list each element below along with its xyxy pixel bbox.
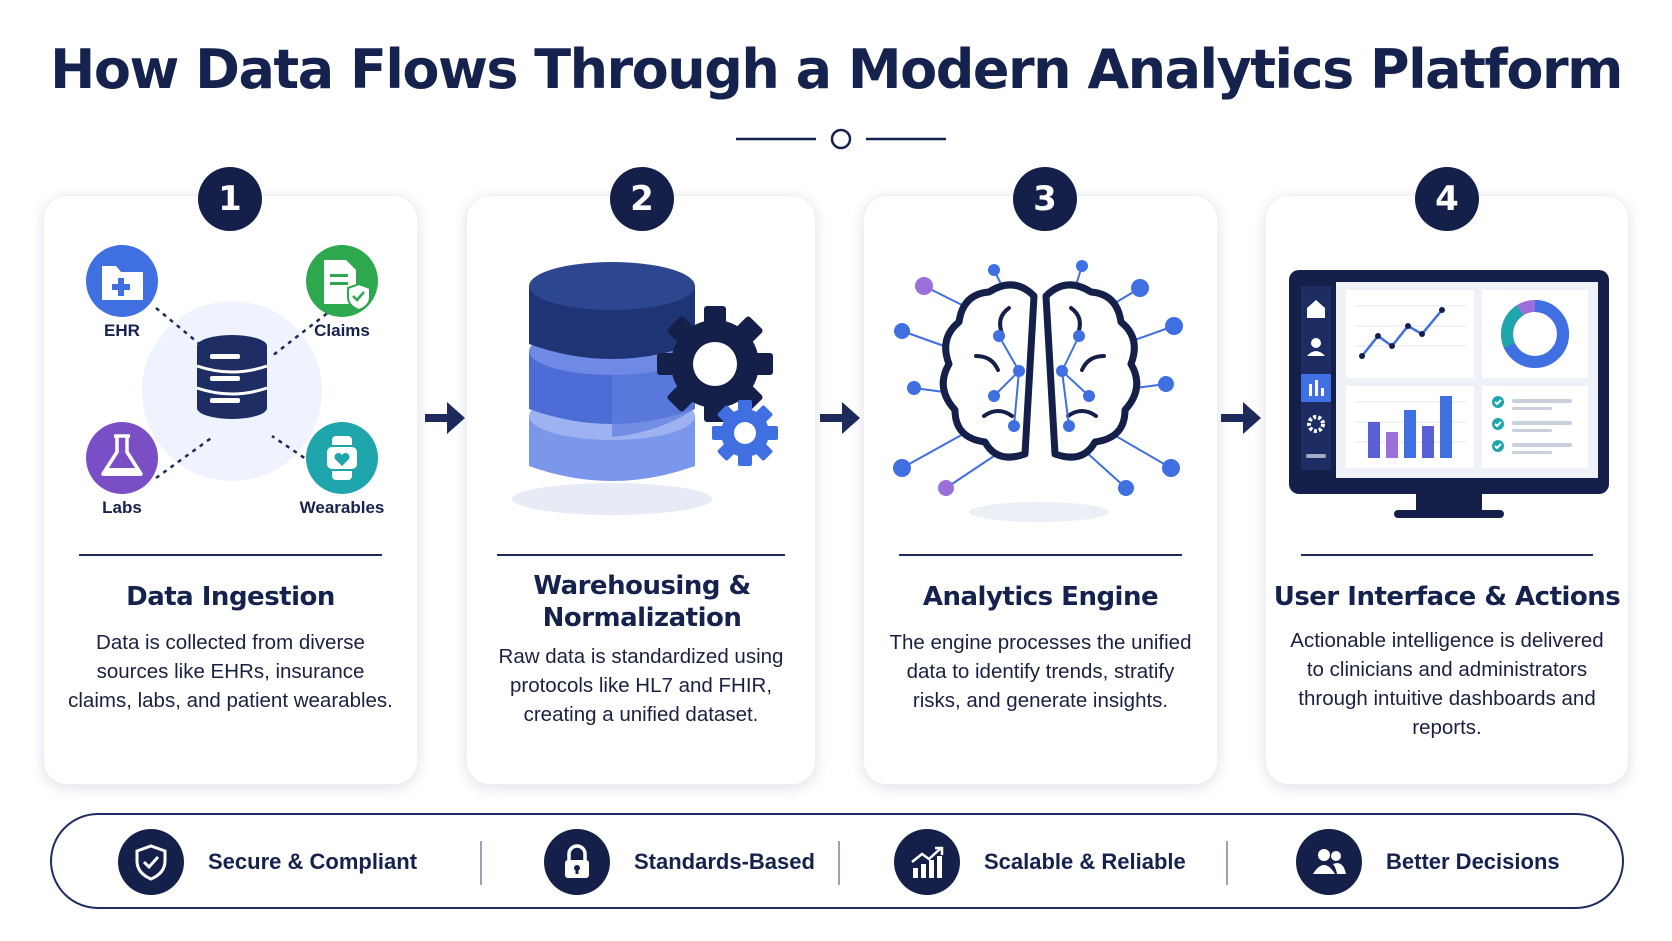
title-divider	[736, 128, 946, 150]
feature-label: Standards-Based	[634, 849, 815, 874]
folder-plus-icon	[86, 245, 158, 317]
card-divider	[79, 554, 382, 556]
source-label-ehr: EHR	[104, 321, 140, 340]
step-title: Data Ingestion	[126, 582, 335, 612]
document-shield-icon	[306, 245, 378, 317]
analytics-engine-illustration	[893, 260, 1183, 522]
feature-divider	[838, 841, 840, 885]
feature-standards-based: Standards-Based	[544, 823, 815, 901]
step-number-badge: 2	[610, 167, 674, 231]
step-card-warehousing: Warehousing & Normalization Raw data is …	[466, 195, 816, 785]
feature-better-decisions: Better Decisions	[1296, 823, 1560, 901]
step-card-analytics-engine: Analytics Engine The engine processes th…	[863, 195, 1218, 785]
gear-small-icon	[712, 400, 778, 466]
step-number-badge: 4	[1415, 167, 1479, 231]
data-ingestion-illustration: EHR Claims Labs Wearables	[86, 245, 385, 517]
gear-icon	[657, 306, 773, 422]
feature-bar: Secure & Compliant Standards-Based	[50, 813, 1624, 909]
home-icon	[1307, 300, 1325, 318]
flask-icon	[86, 422, 158, 494]
user-icon	[1307, 338, 1325, 356]
donut-chart-icon	[1501, 300, 1569, 368]
source-label-wearables: Wearables	[300, 498, 385, 517]
database-stack-icon	[529, 262, 695, 481]
step-number-badge: 1	[198, 167, 262, 231]
source-label-labs: Labs	[102, 498, 142, 517]
step-description: Actionable intelligence is delivered to …	[1290, 629, 1604, 739]
arrow-right-icon	[820, 402, 860, 434]
database-icon	[196, 335, 268, 419]
growth-chart-icon	[894, 829, 960, 895]
card-divider	[899, 554, 1182, 556]
source-label-claims: Claims	[314, 321, 370, 340]
arrow-right-icon	[1221, 402, 1261, 434]
step-title: Analytics Engine	[922, 582, 1159, 612]
dashboard-monitor-icon	[1289, 270, 1609, 518]
step-number-badge: 3	[1013, 167, 1077, 231]
step-description: Raw data is standardized using protocols…	[498, 645, 784, 726]
feature-scalable-reliable: Scalable & Reliable	[894, 823, 1186, 901]
arrow-right-icon	[425, 402, 465, 434]
step-card-user-interface: User Interface & Actions Actionable inte…	[1265, 195, 1629, 785]
card-divider	[497, 554, 785, 556]
users-icon	[1296, 829, 1362, 895]
bar-chart-icon	[1309, 380, 1324, 396]
step-description: The engine processes the unified data to…	[889, 631, 1192, 712]
step-card-data-ingestion: EHR Claims Labs Wearables Data Ingestion…	[43, 195, 418, 785]
dashboard-illustration	[1289, 270, 1609, 518]
step-description: Data is collected from diverse sources l…	[68, 631, 393, 712]
warehousing-illustration	[512, 262, 778, 515]
feature-label: Secure & Compliant	[208, 849, 418, 874]
card-divider	[1301, 554, 1593, 556]
padlock-icon	[544, 829, 610, 895]
step-title: Warehousing & Normalization	[533, 571, 751, 633]
smartwatch-icon	[306, 422, 378, 494]
feature-label: Better Decisions	[1386, 849, 1560, 874]
feature-secure-compliant: Secure & Compliant	[118, 823, 417, 901]
feature-label: Scalable & Reliable	[984, 849, 1186, 874]
shield-check-icon	[118, 829, 184, 895]
page-title: How Data Flows Through a Modern Analytic…	[50, 38, 1623, 101]
brain-network-icon	[893, 260, 1183, 496]
feature-divider	[1226, 841, 1228, 885]
step-title: User Interface & Actions	[1273, 582, 1621, 612]
feature-divider	[480, 841, 482, 885]
gear-icon	[1307, 415, 1325, 433]
